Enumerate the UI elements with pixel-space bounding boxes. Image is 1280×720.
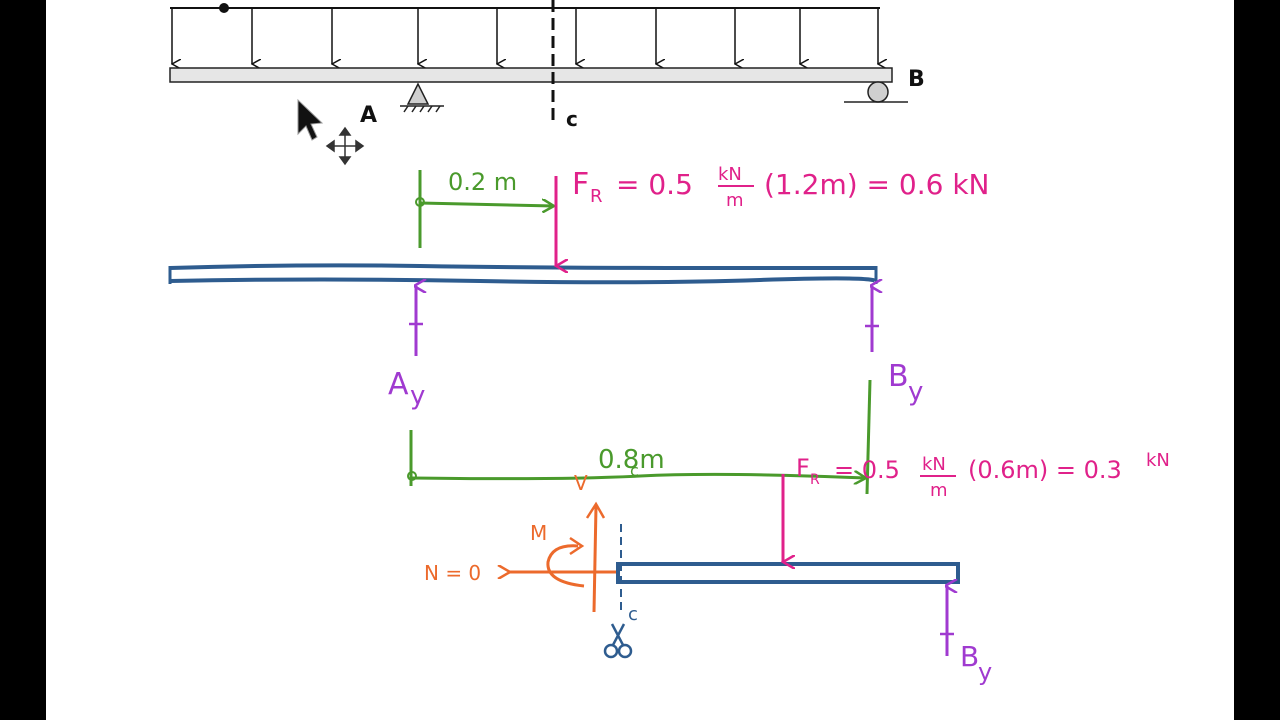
svg-text:m: m [726,190,744,211]
fbd-beam-bottom-edge [169,276,879,285]
fr-top-equation: F R = 0.5 kN m (1.2m) = 0.6 kN [572,164,990,211]
normal-label: N = 0 [424,561,481,585]
top-beam-diagram: A B c [169,0,925,131]
shear-force-arrow [592,505,598,613]
fbd-beam-top-edge [169,263,876,270]
svg-text:= 0.5: = 0.5 [616,168,693,201]
fr-bottom-equation: F R = 0.5 kN m (0.6m) = 0.3 kN [796,450,1170,501]
reaction-by-label: B y [888,359,923,407]
svg-text:R: R [590,186,603,207]
support-a-label: A [360,103,377,128]
dim-top-label: 0.2 m [448,168,517,196]
svg-text:y: y [410,381,425,411]
svg-text:(1.2m) = 0.6 kN: (1.2m) = 0.6 kN [764,168,990,201]
whiteboard [46,0,1234,720]
svg-text:B: B [960,640,979,673]
section-c-label: c [566,107,578,131]
dim-bottom-arrow [411,474,866,478]
svg-text:kN: kN [1146,450,1170,471]
roller-support-b [844,81,908,103]
svg-text:y: y [978,658,992,686]
svg-text:= 0.5: = 0.5 [834,456,900,484]
shear-label: V [574,471,588,495]
svg-text:A: A [388,367,409,402]
fbd-full-beam: 0.2 m F R = 0.5 kN m (1.2m) = 0.6 kN A y… [168,164,990,411]
svg-text:F: F [572,167,589,202]
moment-arc-arrow [546,544,585,588]
load-start-dot [219,3,229,13]
svg-text:m: m [930,480,948,501]
reaction-by-bottom-label: B y [960,640,992,686]
svg-text:kN: kN [718,164,742,185]
support-b-label: B [908,67,925,92]
svg-text:B: B [888,359,909,394]
section-c-bottom-label: c [628,604,638,625]
svg-text:(0.6m) = 0.3: (0.6m) = 0.3 [968,456,1122,484]
svg-text:kN: kN [922,454,946,475]
pin-support-a [400,82,444,113]
svg-text:y: y [908,377,923,407]
section-free-body: 0.8m c c F R = 0.5 kN m (0.6m) = 0.3 kN … [407,379,1170,686]
moment-label: M [530,521,547,545]
dim-top-arrow [419,203,554,206]
small-c-label: c [630,461,639,480]
svg-text:R: R [810,472,820,488]
scissors-icon [603,623,633,659]
dim-bottom-label: 0.8m [598,445,665,475]
cursor-arrow-icon [297,98,324,141]
svg-text:F: F [796,454,810,482]
top-beam [169,67,893,83]
move-cursor-icon [325,126,365,166]
reaction-ay-label: A y [388,367,425,411]
load-arrows [172,8,878,64]
